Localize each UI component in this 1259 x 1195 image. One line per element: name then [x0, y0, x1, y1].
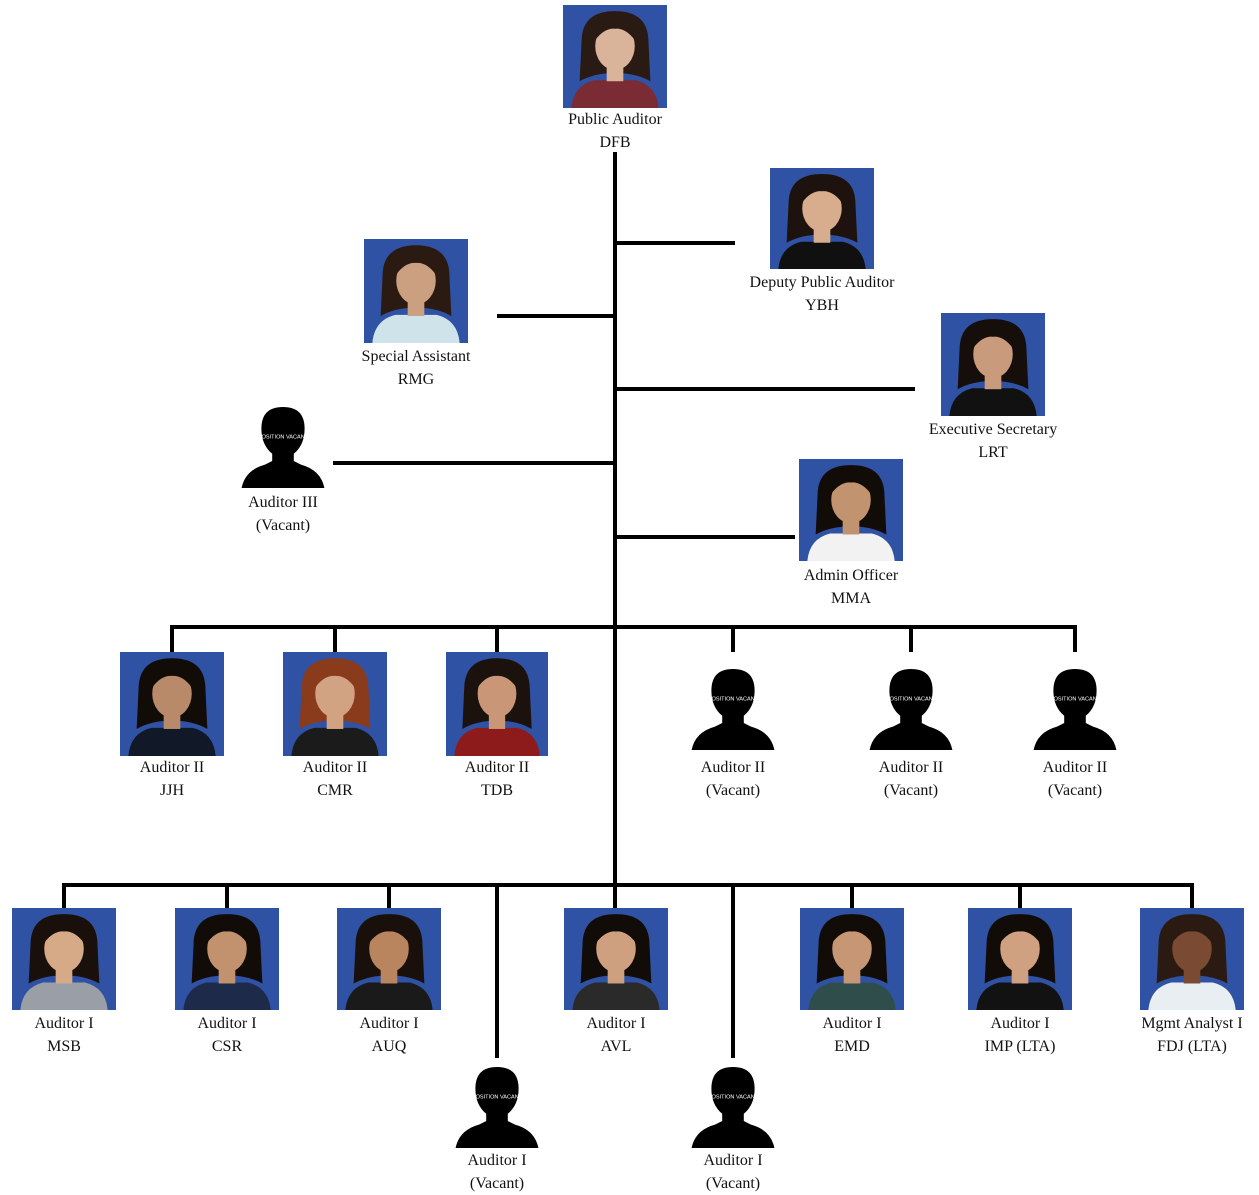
position-caption: Mgmt Analyst I FDJ (LTA)	[1092, 1012, 1259, 1058]
employee-photo	[283, 652, 387, 756]
position-holder: LRT	[978, 444, 1008, 461]
position-holder: (Vacant)	[1047, 782, 1103, 799]
position-caption: Auditor III (Vacant)	[183, 491, 383, 537]
position-holder: EMD	[834, 1038, 870, 1055]
position-caption: Auditor I EMD	[752, 1012, 952, 1058]
employee-photo	[968, 908, 1072, 1010]
employee-photo	[799, 459, 903, 561]
position-title: Auditor II	[302, 759, 368, 776]
position-caption: Auditor II JJH	[72, 756, 272, 802]
vacant-silhouette-icon: POSITION VACANT	[1030, 660, 1120, 750]
position-caption: Auditor I (Vacant)	[633, 1149, 833, 1195]
position-holder: MMA	[830, 590, 871, 607]
svg-text:POSITION VACANT: POSITION VACANT	[708, 1095, 759, 1101]
position-holder: DFB	[599, 134, 631, 151]
position-title: Auditor I	[703, 1152, 763, 1169]
position-caption: Auditor II (Vacant)	[811, 756, 1011, 802]
vacant-silhouette-icon: POSITION VACANT	[238, 398, 328, 488]
position-caption: Auditor II TDB	[397, 756, 597, 802]
position-holder: MSB	[47, 1038, 81, 1055]
svg-text:POSITION VACANT: POSITION VACANT	[1050, 697, 1101, 703]
vacant-silhouette-icon: POSITION VACANT	[866, 660, 956, 750]
position-holder: IMP (LTA)	[984, 1038, 1056, 1055]
position-title: Admin Officer	[803, 567, 899, 584]
position-caption: Auditor I AUQ	[289, 1012, 489, 1058]
position-holder: (Vacant)	[255, 517, 311, 534]
position-holder: (Vacant)	[705, 1175, 761, 1192]
employee-photo	[563, 5, 667, 108]
position-holder: (Vacant)	[705, 782, 761, 799]
position-title: Auditor I	[467, 1152, 527, 1169]
position-title: Auditor II	[878, 759, 944, 776]
position-holder: JJH	[159, 782, 184, 799]
position-title: Auditor I	[586, 1015, 646, 1032]
position-caption: Auditor I (Vacant)	[397, 1149, 597, 1195]
position-title: Auditor III	[248, 494, 318, 511]
employee-photo	[941, 313, 1045, 416]
position-holder: YBH	[805, 297, 839, 314]
position-holder: AVL	[600, 1038, 632, 1055]
position-caption: Auditor I CSR	[127, 1012, 327, 1058]
position-holder: (Vacant)	[883, 782, 939, 799]
position-holder: CMR	[317, 782, 353, 799]
employee-photo	[175, 908, 279, 1010]
position-title: Executive Secretary	[928, 421, 1058, 438]
svg-text:POSITION VACANT: POSITION VACANT	[886, 697, 937, 703]
position-caption: Auditor I MSB	[0, 1012, 164, 1058]
employee-photo	[12, 908, 116, 1010]
position-caption: Auditor I IMP (LTA)	[920, 1012, 1120, 1058]
position-title: Auditor II	[700, 759, 766, 776]
employee-photo	[800, 908, 904, 1010]
position-caption: Auditor II (Vacant)	[975, 756, 1175, 802]
vacant-silhouette-icon: POSITION VACANT	[688, 1058, 778, 1148]
position-caption: Auditor II CMR	[235, 756, 435, 802]
position-title: Deputy Public Auditor	[749, 274, 895, 291]
position-title: Auditor I	[822, 1015, 882, 1032]
employee-photo	[364, 239, 468, 343]
position-title: Mgmt Analyst I	[1141, 1015, 1243, 1032]
position-title: Auditor I	[359, 1015, 419, 1032]
position-holder: AUQ	[371, 1038, 407, 1055]
position-caption: Auditor I AVL	[516, 1012, 716, 1058]
svg-text:POSITION VACANT: POSITION VACANT	[708, 697, 759, 703]
position-holder: TDB	[481, 782, 513, 799]
vacant-silhouette-icon: POSITION VACANT	[452, 1058, 542, 1148]
position-title: Auditor I	[990, 1015, 1050, 1032]
position-title: Auditor I	[34, 1015, 94, 1032]
employee-photo	[564, 908, 668, 1010]
svg-text:POSITION VACANT: POSITION VACANT	[258, 435, 309, 441]
position-title: Auditor II	[464, 759, 530, 776]
position-title: Special Assistant	[361, 348, 471, 365]
employee-photo	[1140, 908, 1244, 1010]
employee-photo	[337, 908, 441, 1010]
position-holder: CSR	[211, 1038, 243, 1055]
position-holder: FDJ (LTA)	[1157, 1038, 1227, 1055]
position-holder: (Vacant)	[469, 1175, 525, 1192]
position-holder: RMG	[397, 371, 435, 388]
position-caption: Auditor II (Vacant)	[633, 756, 833, 802]
employee-photo	[120, 652, 224, 756]
position-title: Auditor II	[139, 759, 205, 776]
position-title: Public Auditor	[568, 111, 662, 128]
vacant-silhouette-icon: POSITION VACANT	[688, 660, 778, 750]
svg-text:POSITION VACANT: POSITION VACANT	[472, 1095, 523, 1101]
position-title: Auditor II	[1042, 759, 1108, 776]
position-title: Auditor I	[197, 1015, 257, 1032]
employee-photo	[770, 168, 874, 269]
employee-photo	[446, 652, 548, 756]
